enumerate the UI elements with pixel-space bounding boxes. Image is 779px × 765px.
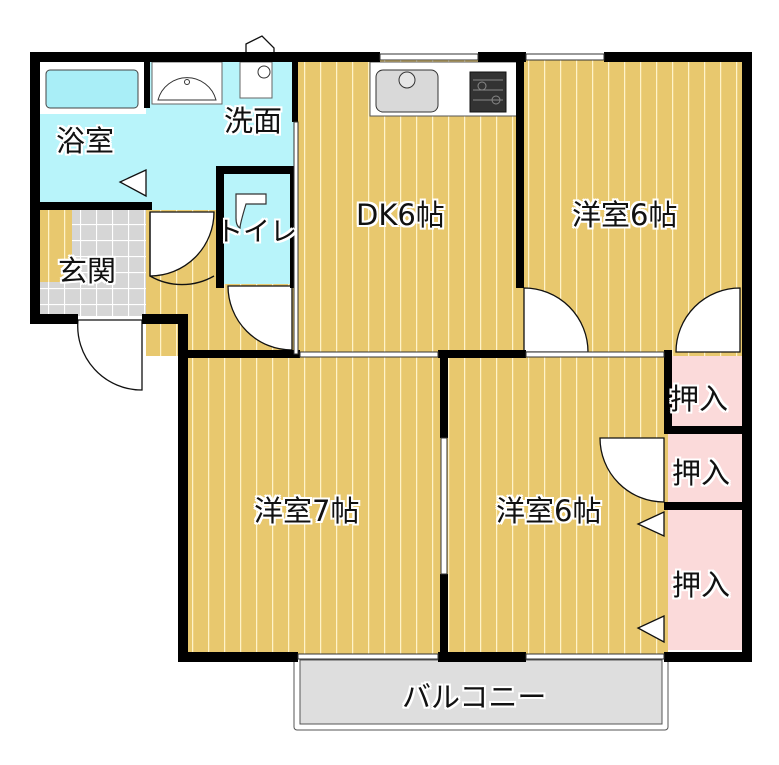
entrance-step: [40, 210, 72, 282]
floors: [38, 58, 744, 658]
closet-3-floor: [668, 510, 744, 650]
room-label-washroom: 洗面: [224, 104, 283, 138]
western-sw-floor: [184, 356, 446, 658]
toilet-bowl: [235, 193, 267, 229]
closet-2-floor: [668, 432, 744, 504]
room-label-dk: DK6帖: [356, 198, 445, 232]
room-label-western-sw: 洋室7帖: [254, 494, 360, 528]
walls: [30, 52, 752, 662]
kitchen-sink: [375, 69, 439, 113]
room-label-closet-1: 押入: [670, 382, 729, 416]
room-label-western-se: 洋室6帖: [496, 494, 602, 528]
room-label-toilet: トイレ: [216, 217, 297, 248]
wash-basin-bowl: [157, 77, 217, 101]
room-label-western-ne: 洋室6帖: [572, 198, 678, 232]
room-label-entrance: 玄関: [58, 254, 117, 288]
windows: [293, 53, 665, 660]
toilet-floor: [222, 172, 294, 284]
closet-1-floor: [668, 356, 744, 428]
door-swings: [77, 35, 741, 644]
western-se-floor: [446, 356, 668, 658]
gas-stove: [469, 71, 507, 113]
room-label-balcony: バルコニー: [402, 680, 547, 714]
bathtub-basin: [45, 69, 139, 109]
room-label-bath: 浴室: [56, 124, 115, 158]
room-label-closet-2: 押入: [672, 456, 731, 490]
room-label-closet-3: 押入: [672, 568, 731, 602]
